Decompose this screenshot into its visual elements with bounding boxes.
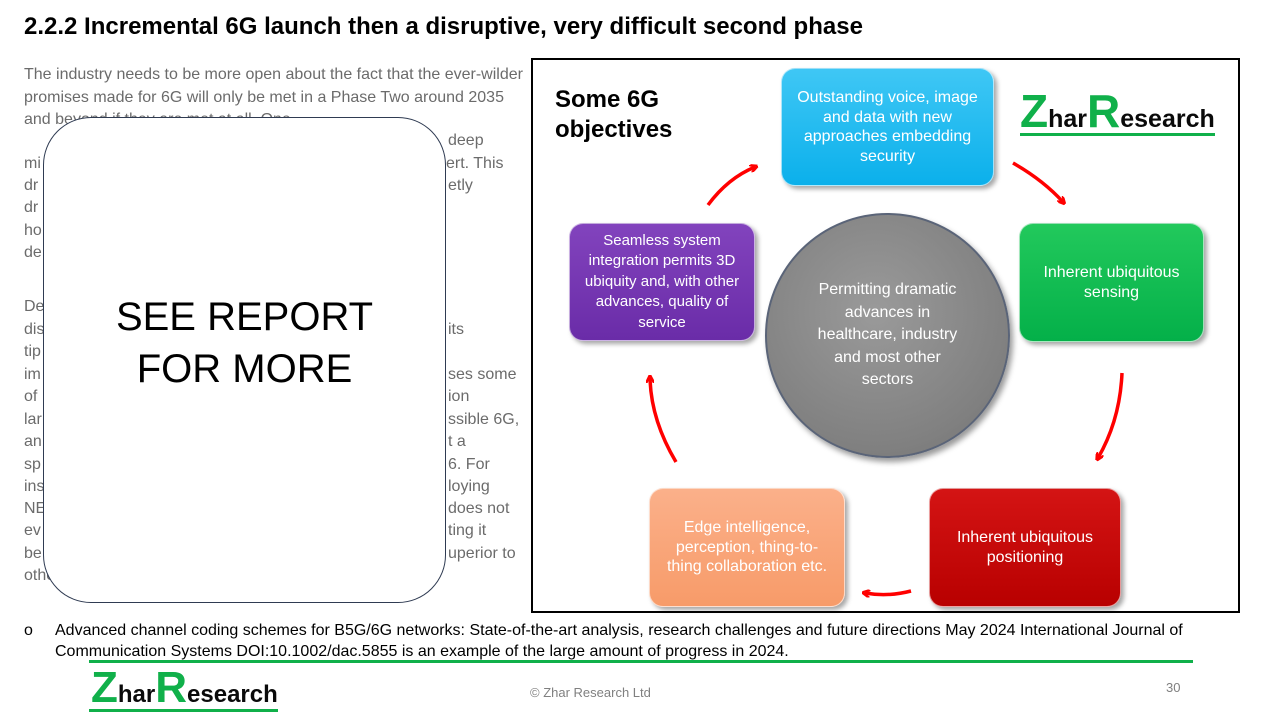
slide-title: 2.2.2 Incremental 6G launch then a disru… [24,13,863,40]
fragment: 6. For [448,456,490,473]
fragment: NE [24,500,47,517]
fragment: sp [24,456,41,473]
fragment: ev [24,522,41,539]
see-report-line-1: SEE REPORT [115,294,374,339]
logo-letter-z: Z [91,663,118,712]
fragment: mi [24,155,41,172]
arrow-bottomleft-to-left [650,378,678,463]
reference-text: Advanced channel coding schemes for B5G/… [55,622,1183,660]
fragment: dis [24,321,45,338]
body-fragments: deep ert. This etly its ses some ion ssi… [0,0,530,600]
fragment: uperior to [448,545,516,562]
fragment: ert. This [446,155,504,172]
node-outstanding-voice: Outstanding voice, image and data with n… [781,68,994,186]
footer-divider [89,660,1193,663]
fragment: t a [448,433,466,450]
fragment: etly [448,177,473,194]
diagram-title-line-1: Some 6G [555,86,660,113]
reference-bullet: o Advanced channel coding schemes for B5… [24,620,1224,662]
fragment: ses some [448,366,517,383]
node-ubiquitous-sensing: Inherent ubiquitous sensing [1019,223,1204,342]
fragment: tip [24,343,41,360]
fragment: im [24,366,41,383]
footer-zhar-research-logo: Z har R esearch [89,663,278,712]
fragment: dr [24,199,39,216]
logo-underline [89,709,278,712]
see-report-overlay: SEE REPORT FOR MORE [43,117,446,603]
logo-text-esearch: esearch [187,681,278,708]
bullet-marker: o [24,622,33,639]
logo-letter-r: R [1087,85,1121,137]
fragment: an [24,433,42,450]
fragment: dr [24,177,39,194]
arrow-top-to-right [1012,161,1063,202]
node-ubiquitous-positioning: Inherent ubiquitous positioning [929,488,1121,607]
center-circle: Permitting dramatic advances in healthca… [765,213,1010,458]
arrow-left-to-top [706,167,755,207]
node-seamless-integration: Seamless system integration permits 3D u… [569,223,755,341]
logo-letter-z: Z [1020,85,1049,137]
logo-text-har: har [117,681,156,708]
objectives-diagram: Some 6G objectives Z har R esearch Outst… [531,58,1240,613]
fragment: of [24,388,38,405]
fragment: ting it [448,522,487,539]
fragment: ion [448,388,470,405]
logo-letter-r: R [155,663,188,712]
arrow-right-to-bottomright [1098,372,1124,458]
fragment: ins [24,478,45,495]
logo-text-esearch: esearch [1120,105,1215,133]
zhar-research-logo: Z har R esearch [1020,85,1215,137]
fragment: its [448,321,464,338]
diagram-title-line-2: objectives [555,116,673,143]
fragment: De [24,298,45,315]
logo-text-har: har [1048,105,1088,133]
fragment: loying [448,478,490,495]
page-number: 30 [1166,680,1181,695]
fragment: be [24,545,42,562]
see-report-line-2: FOR MORE [136,346,353,391]
logo-underline [1020,133,1215,136]
arrow-bottomright-to-bottomleft [865,591,912,595]
fragment: de [24,244,42,261]
see-report-text: SEE REPORT FOR MORE [116,291,373,395]
fragment: ho [24,222,42,239]
copyright: © Zhar Research Ltd [530,685,651,700]
fragment: lar [24,411,42,428]
fragment: deep [448,132,484,149]
fragment: ssible 6G, [448,411,520,428]
node-edge-intelligence: Edge intelligence, perception, thing-to-… [649,488,845,607]
diagram-title: Some 6G objectives [555,85,672,145]
fragment: does not [448,500,510,517]
